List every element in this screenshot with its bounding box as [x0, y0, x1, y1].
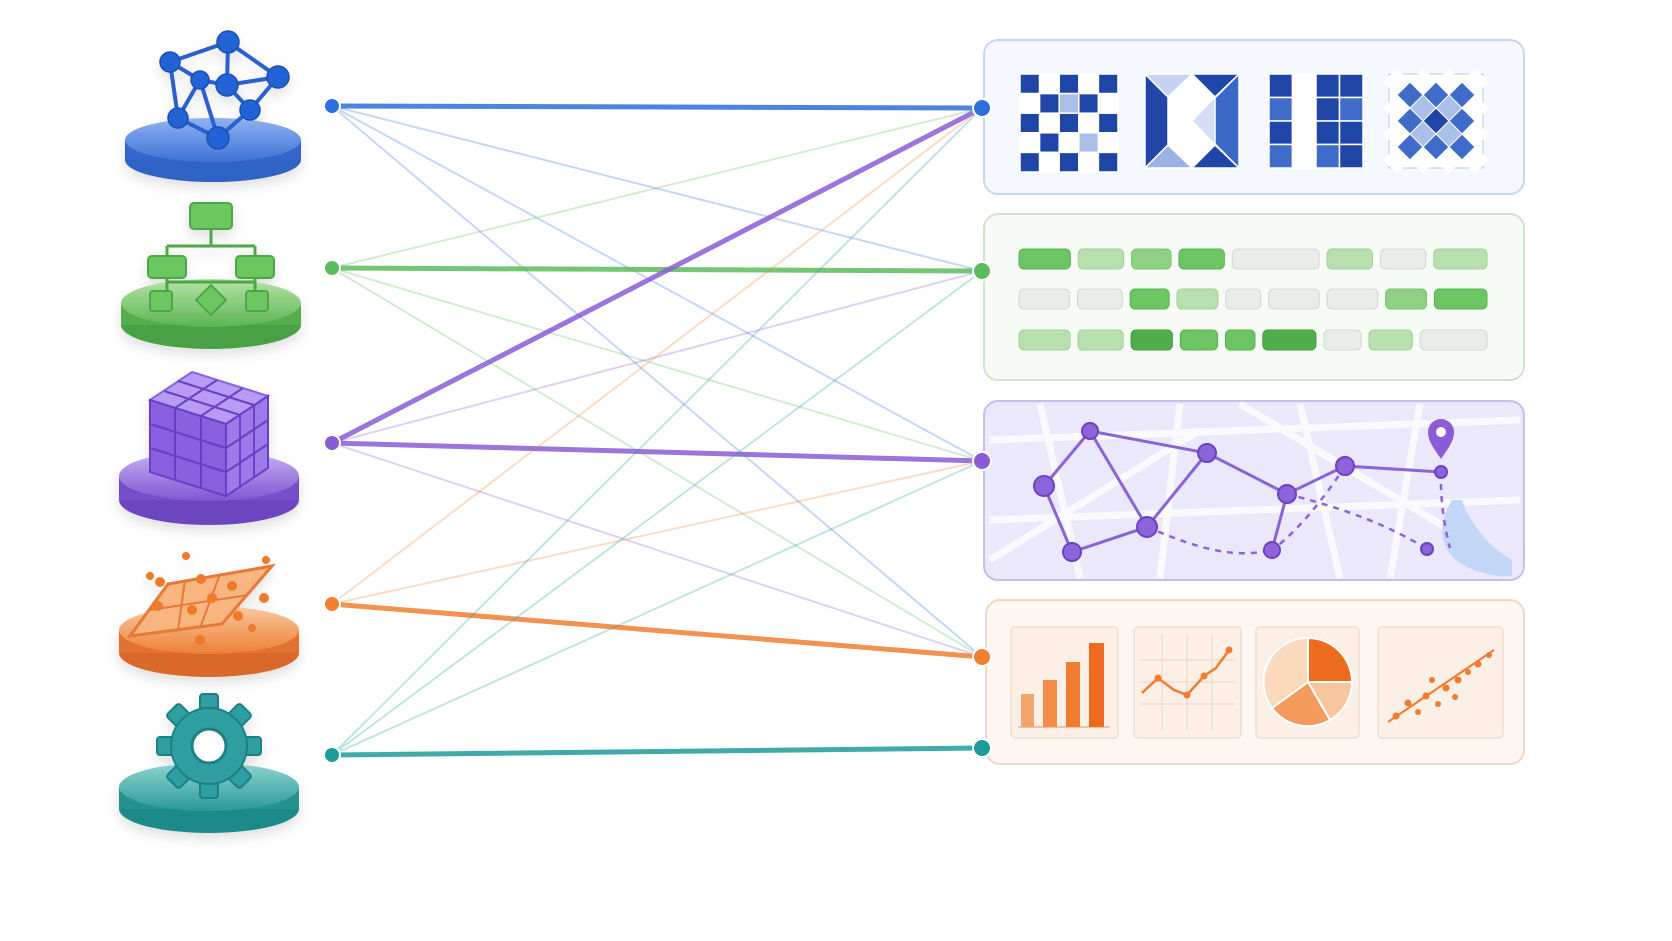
connection-line-flow-to-patterns	[331, 107, 983, 269]
sequence-bar	[1018, 329, 1071, 351]
connection-line-gear-to-sequences	[331, 270, 983, 756]
sequence-bar	[1176, 288, 1219, 310]
bar-chart-icon	[1010, 626, 1119, 739]
cube-grid-icon	[119, 370, 299, 525]
gear-icon	[119, 693, 299, 833]
source-dot-graph	[323, 97, 341, 115]
sequence-bar	[1179, 329, 1219, 351]
sequence-bar	[1379, 248, 1427, 270]
sequence-bar	[1433, 288, 1488, 310]
sequence-bar	[1268, 288, 1320, 310]
connection-line-gear-to-route	[331, 460, 983, 756]
source-dot-gear	[323, 746, 341, 764]
anchor-dots	[323, 97, 992, 764]
connection-line-gear-to-patterns	[331, 107, 983, 756]
sequence-bar	[1419, 329, 1488, 351]
map-pin-icon	[1428, 419, 1454, 459]
connection-line-cube-to-route	[329, 440, 985, 464]
connection-line-cube-to-sequences	[331, 270, 983, 444]
sequence-bar	[1433, 248, 1488, 270]
connection-line-plane-to-patterns	[331, 107, 983, 605]
sequence-bar	[1129, 288, 1170, 310]
pattern-tiles-panel	[983, 39, 1525, 195]
sequence-bar	[1018, 288, 1071, 310]
sequence-bar	[1326, 288, 1379, 310]
flowchart-icon	[121, 202, 301, 349]
line-chart-icon	[1133, 626, 1242, 739]
sequence-bars-panel	[983, 213, 1525, 381]
connection-line-flow-to-route	[331, 267, 983, 462]
target-dot-1	[972, 261, 992, 281]
connection-line-cube-to-charts	[331, 442, 983, 658]
scatter-chart-icon	[1377, 626, 1504, 739]
source-dot-cube	[323, 434, 341, 452]
sequence-bar	[1077, 329, 1124, 351]
sequence-bars	[1018, 248, 1488, 351]
connection-line-graph-to-route	[331, 105, 983, 462]
diamond-tile-4	[1383, 68, 1489, 174]
connection-line-graph-to-patterns	[329, 103, 985, 111]
connection-line-plane-to-route	[331, 460, 983, 605]
sequence-bar	[1323, 329, 1362, 351]
target-dot-3	[972, 647, 992, 667]
connection-line-flow-to-sequences	[329, 265, 985, 274]
sequence-bar	[1231, 248, 1320, 270]
sequence-bar	[1262, 329, 1317, 351]
connection-line-graph-to-sequences	[331, 105, 983, 272]
sequence-bar	[1077, 288, 1123, 310]
molecule-graph-icon	[125, 30, 301, 182]
chart-panel	[985, 599, 1525, 765]
map-route-panel	[983, 400, 1525, 581]
sequence-bar	[1385, 288, 1428, 310]
source-dot-plane	[323, 595, 341, 613]
sequence-bar	[1368, 329, 1413, 351]
target-dot-0	[972, 98, 992, 118]
connection-lines	[329, 103, 985, 758]
target-dot-4	[972, 738, 992, 758]
sequence-bar	[1018, 248, 1071, 270]
target-dot-2	[972, 451, 992, 471]
sequence-bar	[1326, 248, 1373, 270]
sequence-bar	[1224, 329, 1256, 351]
pie-chart-icon	[1255, 626, 1360, 739]
checker-tile-1	[1019, 73, 1119, 173]
sequence-bar	[1178, 248, 1225, 270]
connection-line-cube-to-patterns	[329, 105, 985, 446]
connection-line-graph-to-charts	[331, 105, 983, 658]
connection-line-flow-to-charts	[331, 267, 983, 658]
scatter-plane-icon	[119, 552, 299, 677]
block-tile-3	[1268, 73, 1364, 169]
sequence-bar	[1077, 248, 1125, 270]
connection-line-gear-to-charts	[329, 745, 985, 758]
source-dot-flow	[323, 259, 341, 277]
sequence-bar	[1130, 329, 1173, 351]
triangle-tile-2	[1143, 72, 1241, 170]
sequence-bar	[1225, 288, 1262, 310]
sequence-bar	[1131, 248, 1172, 270]
connection-line-plane-to-charts	[329, 601, 985, 660]
